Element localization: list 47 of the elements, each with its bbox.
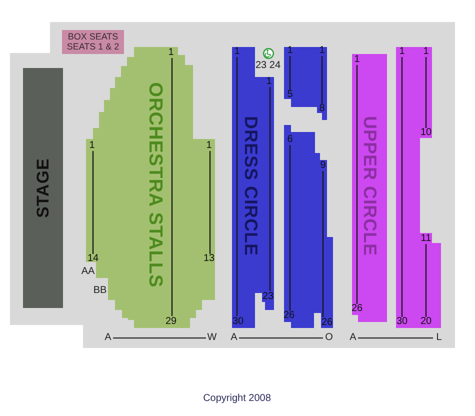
row-number: 5 (287, 90, 293, 100)
row-number: 1 (423, 47, 429, 57)
row-number: 1 (399, 47, 405, 57)
row-letter: A (230, 333, 238, 343)
row-number: 26 (283, 311, 295, 321)
row-number: 26 (321, 318, 333, 328)
stage-area (23, 68, 63, 308)
section-name: UPPER CIRCLE (361, 116, 379, 256)
row-number: 14 (87, 254, 99, 264)
row-letter: W (207, 333, 217, 343)
row-number: 30 (232, 317, 244, 327)
row-number: 1 (266, 77, 272, 87)
row-letter: A (350, 333, 356, 343)
row-number: 11 (420, 234, 432, 244)
section-name: ORCHESTRA STALLS (146, 82, 164, 288)
seating-section (284, 125, 333, 328)
seating-section (396, 47, 441, 328)
section-name: DRESS CIRCLE (242, 116, 260, 256)
row-number: 30 (396, 317, 408, 327)
row-number: 1 (168, 48, 174, 58)
row-number: 6 (287, 135, 293, 145)
row-letter: L (436, 333, 442, 343)
seating-section (352, 54, 387, 322)
row-number: 20 (420, 317, 432, 327)
row-number: 8 (319, 104, 325, 114)
copyright-notice: Copyright 2008 (203, 394, 271, 404)
row-letter: BB (93, 286, 107, 296)
stage-label: STAGE (34, 158, 52, 218)
row-number: 1 (234, 47, 240, 57)
row-number: 23 (262, 292, 274, 302)
row-letter: AA (81, 267, 95, 277)
row-number: 1 (89, 141, 95, 151)
row-number: 1 (287, 46, 293, 56)
row-letter: A (104, 333, 112, 343)
seating-section (284, 47, 327, 120)
box-seats-label: BOX SEATS SEATS 1 & 2 (66, 32, 120, 52)
row-number: 13 (203, 254, 215, 264)
seat-numbers: 23 24 (255, 61, 281, 71)
row-number: 1 (354, 55, 360, 65)
row-number: 1 (319, 46, 325, 56)
row-letter: O (325, 333, 333, 343)
row-number: 1 (206, 141, 212, 151)
row-number: 29 (165, 317, 177, 327)
row-number: 9 (320, 161, 326, 171)
row-number: 26 (351, 304, 363, 314)
box-seats-section (62, 30, 124, 54)
row-number: 10 (420, 128, 432, 138)
